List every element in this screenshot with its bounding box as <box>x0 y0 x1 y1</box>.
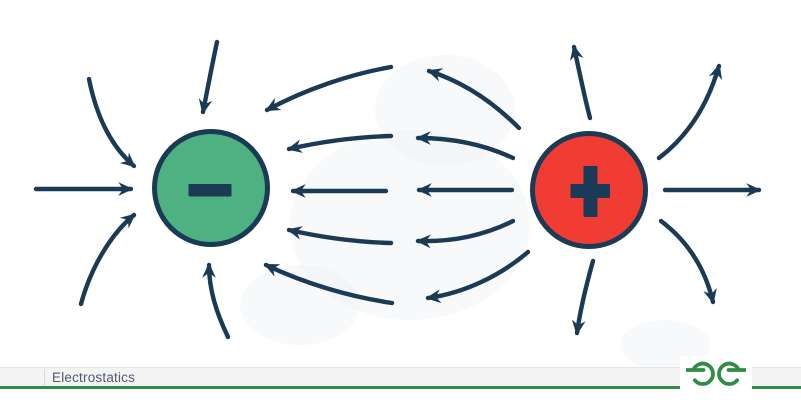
footer-accent-line <box>0 386 801 389</box>
footer-divider <box>44 369 45 386</box>
field-line-bottom-left-half <box>263 262 395 306</box>
arrow-lower-right-out-of-positive <box>658 218 717 305</box>
minus-symbol <box>188 184 232 197</box>
background-watermark <box>240 55 710 370</box>
field-line-top-right-half <box>426 68 522 131</box>
geeksforgeeks-logo <box>680 356 752 390</box>
arrow-upper-right-out-of-positive <box>656 63 723 161</box>
field-line-bottom-right-half <box>425 249 531 304</box>
arrow-upper-left-into-negative <box>86 76 137 169</box>
field-line-lower-left-half <box>286 226 394 246</box>
footer-title: Electrostatics <box>52 369 136 385</box>
arrow-bottom-out-of-positive <box>571 258 596 336</box>
arrows-into-negative-charge <box>33 39 231 340</box>
arrow-lower-left-into-negative <box>78 212 137 307</box>
footer-bar: Electrostatics <box>0 367 801 386</box>
field-line-top-left-half <box>264 64 394 113</box>
positive-charge <box>530 131 648 249</box>
field-line-upper-right-half <box>415 131 516 161</box>
arrows-out-of-positive-charge <box>569 44 762 336</box>
field-line-upper-left-half <box>286 133 394 153</box>
geeksforgeeks-logo-icon <box>686 361 746 386</box>
negative-charge <box>152 129 270 247</box>
plus-symbol <box>570 166 610 217</box>
footer-bottom-margin <box>0 389 801 400</box>
field-lines-between-charges <box>263 64 531 306</box>
arrow-top-out-of-positive <box>569 44 593 121</box>
arrow-top-into-negative <box>198 39 220 115</box>
field-line-lower-right-half <box>415 218 516 249</box>
arrow-bottom-into-negative <box>202 262 231 340</box>
